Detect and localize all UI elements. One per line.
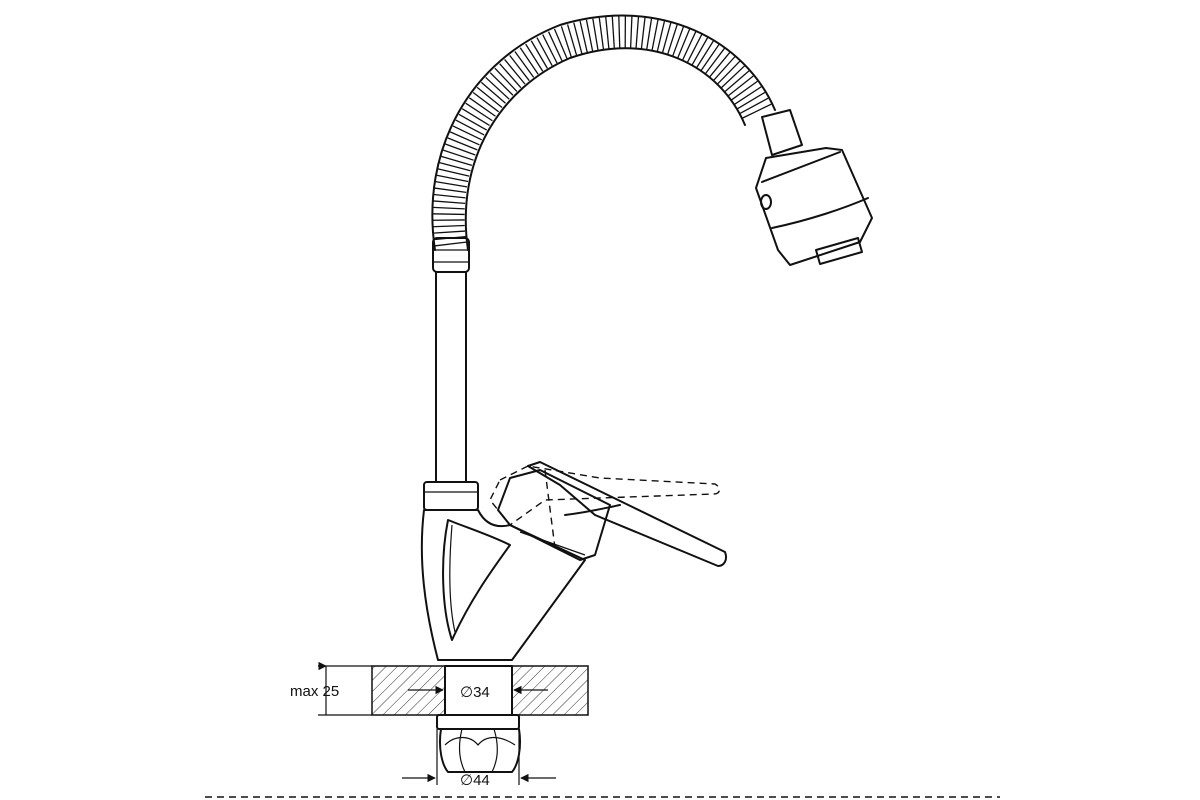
hose-rib — [485, 76, 510, 100]
hose-rib — [727, 75, 754, 97]
hose-rib — [691, 36, 709, 66]
hose-rib — [672, 25, 685, 57]
hose-rib — [461, 108, 490, 126]
flexible-hose — [431, 14, 776, 251]
hose-rib — [432, 213, 465, 216]
hose-rib — [618, 15, 621, 48]
dimension-nut-diameter: ∅44 — [402, 729, 556, 789]
dimension-hole-diameter: ∅34 — [408, 684, 548, 701]
hose-rib — [449, 131, 480, 146]
hose-rib — [504, 59, 526, 85]
lever-handle[interactable] — [527, 461, 728, 567]
hose-rib — [514, 51, 535, 78]
hose-rib — [436, 174, 469, 183]
hose-rib — [489, 72, 514, 96]
hole-diameter-label: ∅34 — [460, 684, 490, 701]
hose-rib — [709, 51, 731, 78]
hose-rib — [661, 21, 672, 53]
hose-rib — [734, 86, 762, 105]
hose-rib — [605, 16, 610, 49]
hose-rib — [553, 28, 568, 59]
hose-rib — [629, 15, 633, 49]
hose-rib — [437, 168, 470, 177]
hose-rib — [717, 60, 741, 85]
hose-rib — [434, 241, 467, 247]
hose-rib — [682, 30, 697, 61]
hose-rib — [445, 143, 476, 156]
hose-rib — [739, 97, 769, 114]
hose-rib — [742, 103, 772, 119]
hose-rib — [598, 17, 605, 50]
hose-rib — [432, 224, 465, 228]
hose-rib — [447, 137, 478, 151]
hose-rib — [465, 102, 493, 122]
mounting-nut — [436, 714, 522, 773]
hose-rib — [547, 31, 563, 62]
hose-rib — [433, 230, 466, 234]
hose-rib — [651, 18, 659, 51]
hose-rib — [566, 24, 578, 56]
hose-rib — [677, 28, 691, 59]
hose-rib — [573, 22, 583, 54]
hose-rib — [472, 91, 500, 113]
countertop-thickness-label: max 25 — [290, 683, 339, 700]
spout-tube — [435, 271, 467, 483]
hose-rib — [737, 91, 766, 110]
hose-rib — [731, 80, 758, 101]
hose-rib — [536, 37, 553, 66]
hose-rib — [579, 20, 588, 53]
hose-rib — [525, 43, 544, 72]
hose-rib — [476, 86, 503, 108]
hose-rib — [656, 20, 666, 52]
lever-handle-alternate-position — [489, 465, 721, 549]
hose-rib — [433, 200, 466, 204]
hose-rib — [494, 67, 518, 92]
hose-rib — [696, 40, 715, 68]
hose-rib — [640, 16, 646, 49]
hose-rib — [468, 97, 496, 117]
hose-rib — [480, 81, 506, 104]
hose-rib — [458, 113, 488, 131]
mixer-body — [420, 509, 586, 661]
hose-rib — [542, 34, 558, 64]
hose-rib — [439, 161, 471, 172]
hose-rib — [713, 56, 736, 81]
hose-rib — [452, 125, 482, 141]
hose-rib — [635, 16, 640, 49]
hose-rib — [667, 23, 679, 55]
dimension-countertop-thickness: max 25 — [290, 665, 372, 716]
hose-rib — [611, 16, 615, 49]
hose-rib — [519, 47, 539, 75]
hose-rib — [442, 149, 474, 161]
hose-rib — [499, 63, 522, 89]
hose-rib — [455, 119, 485, 136]
hose-rib — [435, 180, 468, 188]
hose-rib — [560, 26, 572, 57]
hose-collar — [432, 237, 470, 273]
hose-rib — [686, 33, 703, 63]
hose-rib — [509, 54, 530, 82]
hose-rib — [704, 47, 726, 75]
hose-rib — [441, 155, 473, 167]
hose-rib — [646, 17, 653, 50]
spout-base-ring — [423, 481, 479, 511]
hose-rib — [530, 40, 548, 69]
hose-rib — [724, 70, 750, 93]
hose-rib — [434, 187, 467, 193]
nut-diameter-label: ∅44 — [460, 772, 490, 789]
hose-rib — [700, 43, 720, 71]
hose-rib — [720, 65, 746, 89]
hose-rib — [433, 193, 466, 199]
shower-head — [755, 109, 873, 266]
hose-rib — [432, 206, 465, 210]
hose-rib — [585, 19, 594, 52]
hose-rib — [592, 18, 599, 51]
cartridge-housing — [497, 469, 611, 561]
countertop — [371, 665, 589, 716]
